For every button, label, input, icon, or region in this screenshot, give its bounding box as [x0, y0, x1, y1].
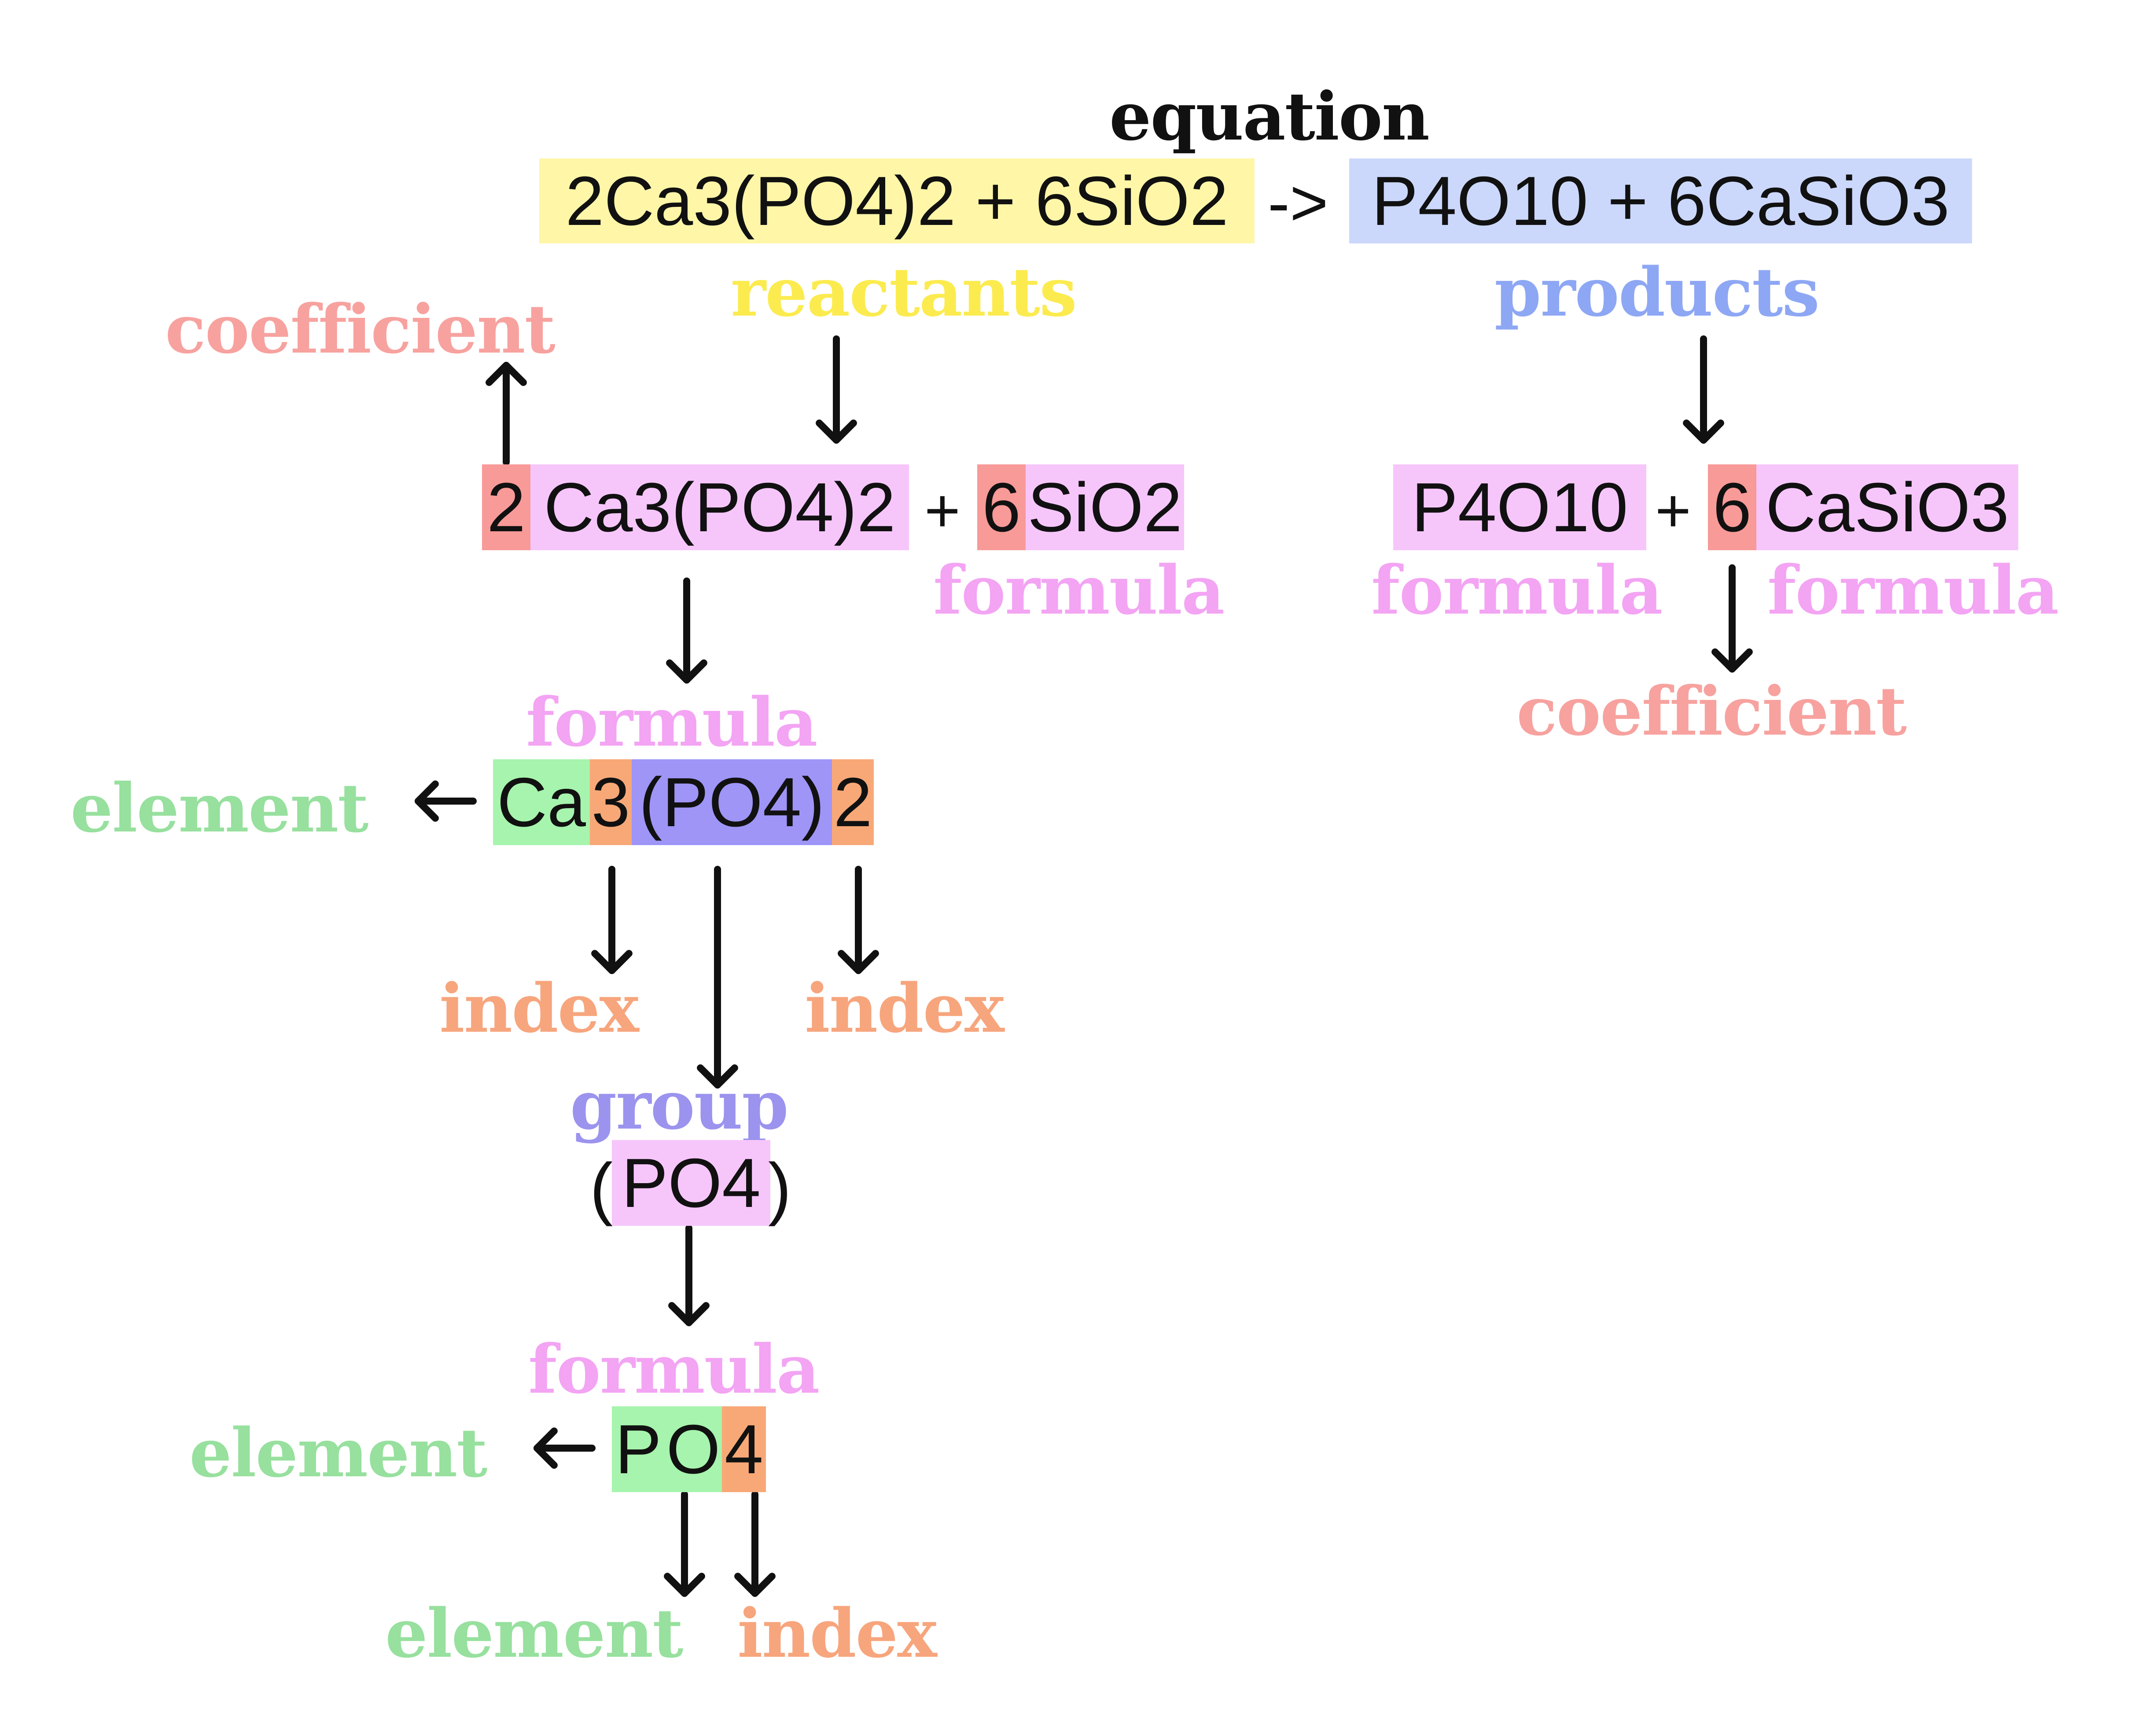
arrow-to-element-1 — [415, 780, 477, 822]
group-open-paren: ( — [590, 1149, 613, 1227]
arrow-products-down — [1683, 335, 1724, 444]
products-label: products — [1494, 253, 1820, 331]
arrow-to-index-3 — [734, 1491, 776, 1597]
arrow-to-group-formula-head — [668, 1302, 710, 1326]
arrow-to-index-3-head — [734, 1573, 776, 1597]
reactant-formula-1: Ca3(PO4)2 — [530, 464, 909, 550]
arrow-to-element-2 — [534, 1427, 596, 1469]
group-inner: PO4 — [612, 1140, 770, 1226]
group-close-paren: ) — [768, 1149, 791, 1227]
index-label-1: index — [439, 969, 639, 1048]
breakdown-index-1: 3 — [590, 759, 632, 845]
formula-label-reactant: formula — [933, 551, 1225, 629]
arrow-to-group-formula — [668, 1225, 710, 1326]
arrow-to-element-3-head — [664, 1573, 705, 1597]
arrow-to-element-3 — [664, 1491, 705, 1597]
coefficient-label-product: coefficient — [1516, 672, 1907, 750]
arrow-to-coefficient-top — [486, 362, 527, 466]
index-label-2: index — [805, 969, 1005, 1048]
breakdown-element: Ca — [493, 759, 590, 845]
arrow-to-index-1 — [591, 866, 633, 974]
breakdown-group: (PO4) — [632, 759, 832, 845]
arrow-to-coefficient-product-head — [1711, 648, 1753, 673]
reactant-formula-2: SiO2 — [1026, 464, 1184, 550]
products-expression: P4O10 + 6CaSiO3 — [1349, 158, 1972, 243]
formula-label-product-2: formula — [1767, 551, 2059, 629]
element-label-2: element — [189, 1413, 487, 1492]
formula-label-breakdown: formula — [526, 683, 817, 761]
arrow-reactants-down-head — [816, 419, 857, 444]
product-plus: + — [1655, 476, 1691, 545]
reactants-label: reactants — [731, 253, 1077, 331]
element-label-1: element — [70, 769, 368, 847]
group-label: group — [570, 1066, 789, 1144]
product-formula-2: CaSiO3 — [1756, 464, 2018, 550]
formula-label-product-1: formula — [1371, 551, 1663, 629]
arrow-to-coefficient-top-head — [486, 362, 527, 386]
coefficient-label-top: coefficient — [165, 290, 556, 368]
arrow-to-group-head — [697, 1064, 738, 1089]
reactants-expression: 2Ca3(PO4)2 + 6SiO2 — [539, 158, 1255, 243]
formula-label-group: formula — [528, 1330, 820, 1409]
group-formula-element-2: O — [665, 1406, 722, 1492]
group-formula-element-1: P — [612, 1406, 665, 1492]
arrow-to-group — [697, 866, 738, 1089]
product-formula-1: P4O10 — [1393, 464, 1646, 550]
element-label-3: element — [385, 1594, 683, 1673]
breakdown-index-2: 2 — [832, 759, 874, 845]
arrow-to-index-1-head — [591, 950, 633, 974]
arrow-to-formula-breakdown — [666, 577, 707, 684]
arrow-to-index-2-head — [838, 950, 879, 974]
index-label-3: index — [737, 1594, 937, 1673]
equation-title: equation — [1109, 78, 1430, 155]
group-formula-index: 4 — [722, 1406, 766, 1492]
arrow-products-down-head — [1683, 419, 1724, 444]
reactant-plus: + — [924, 476, 960, 545]
arrow-to-formula-breakdown-head — [666, 659, 707, 684]
arrow-to-index-2 — [838, 866, 879, 974]
reactant-coefficient-2: 6 — [977, 464, 1026, 550]
product-coefficient-2: 6 — [1708, 464, 1756, 550]
reactant-coefficient-1: 2 — [482, 464, 530, 550]
reaction-arrow-text: -> — [1268, 166, 1328, 239]
arrow-reactants-down — [816, 335, 857, 444]
arrow-to-element-2-head — [534, 1427, 558, 1469]
arrow-to-element-1-head — [415, 780, 439, 822]
arrow-to-coefficient-product — [1711, 564, 1753, 673]
